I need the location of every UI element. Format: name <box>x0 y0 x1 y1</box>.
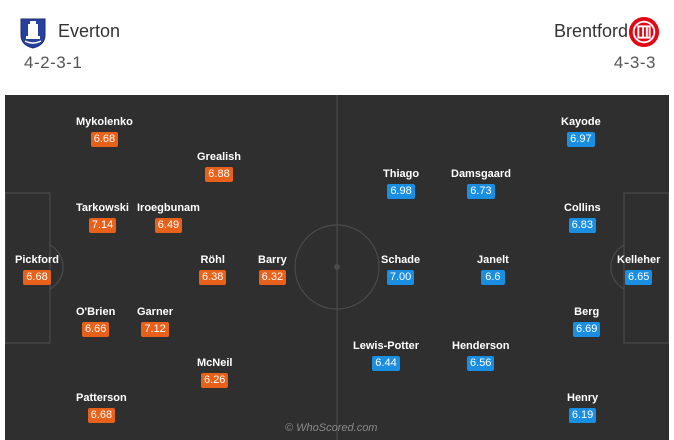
player-rating: 7.14 <box>88 218 117 233</box>
player-name: Tarkowski <box>76 202 129 214</box>
brentford-crest-icon <box>628 16 660 48</box>
player-rating: 6.88 <box>205 167 233 182</box>
player-card-away[interactable]: Kelleher 6.65 <box>617 253 660 285</box>
player-name: O'Brien <box>76 306 116 318</box>
player-card-away[interactable]: Schade 7.00 <box>381 253 420 285</box>
player-name: Grealish <box>197 151 242 163</box>
player-card-home[interactable]: Mykolenko 6.68 <box>76 115 133 147</box>
player-rating: 6.49 <box>154 218 183 233</box>
player-rating: 6.44 <box>372 356 400 371</box>
player-card-home[interactable]: Röhl 6.38 <box>199 253 227 285</box>
player-card-home[interactable]: Tarkowski 7.14 <box>76 201 129 233</box>
player-rating: 6.68 <box>23 270 51 285</box>
player-name: Lewis-Potter <box>353 340 420 352</box>
player-name: Berg <box>574 306 600 318</box>
player-name: Patterson <box>76 392 127 404</box>
player-card-home[interactable]: Patterson 6.68 <box>76 391 127 423</box>
player-card-away[interactable]: Collins 6.83 <box>564 201 601 233</box>
everton-crest-icon <box>20 18 46 49</box>
player-name: Kelleher <box>617 254 661 266</box>
player-rating: 6.66 <box>81 322 110 337</box>
away-team-name[interactable]: Brentford <box>553 21 628 41</box>
player-rating: 6.98 <box>387 184 415 199</box>
away-formation: 4-3-3 <box>613 53 656 72</box>
home-team-name[interactable]: Everton <box>58 21 121 41</box>
player-card-away[interactable]: Thiago 6.98 <box>383 167 419 199</box>
player-name: Collins <box>564 202 601 214</box>
player-card-home[interactable]: Barry 6.32 <box>258 253 287 285</box>
player-rating: 6.6 <box>480 270 505 285</box>
player-rating: 6.26 <box>201 373 229 388</box>
player-card-home[interactable]: Grealish 6.88 <box>197 150 241 182</box>
match-header: Everton 4-2-3-1 Brentford 4-3-3 <box>0 0 674 95</box>
pitch: Mykolenko 6.68 Grealish 6.88 Tarkowski 7… <box>5 95 669 440</box>
player-card-away[interactable]: Henderson 6.56 <box>452 339 509 371</box>
player-rating: 6.32 <box>258 270 287 285</box>
player-card-home[interactable]: Pickford 6.68 <box>15 253 59 285</box>
player-rating: 6.68 <box>87 408 116 423</box>
player-rating: 7.00 <box>386 270 415 285</box>
player-card-away[interactable]: Kayode 6.97 <box>561 115 601 147</box>
player-rating: 6.56 <box>467 356 495 371</box>
player-rating: 6.97 <box>567 132 595 147</box>
player-name: Kayode <box>561 116 601 128</box>
player-name: Thiago <box>383 168 420 180</box>
player-name: Iroegbunam <box>137 202 200 214</box>
player-name: Garner <box>137 306 174 318</box>
watermark: © WhoScored.com <box>285 422 378 434</box>
player-card-away[interactable]: Henry 6.19 <box>567 391 598 423</box>
player-name: Barry <box>258 254 287 266</box>
player-card-away[interactable]: Janelt 6.6 <box>477 253 509 285</box>
player-name: Schade <box>381 254 421 266</box>
player-rating: 6.65 <box>625 270 653 285</box>
player-rating: 6.73 <box>467 184 495 199</box>
pitch-markings <box>5 95 669 440</box>
player-card-home[interactable]: McNeil 6.26 <box>197 356 232 388</box>
player-name: Janelt <box>477 254 509 266</box>
player-name: McNeil <box>197 357 233 369</box>
player-name: Damsgaard <box>451 168 511 180</box>
player-card-home[interactable]: O'Brien 6.66 <box>76 305 115 337</box>
player-rating: 6.69 <box>573 322 601 337</box>
player-rating: 6.19 <box>568 408 597 423</box>
player-name: Henry <box>567 392 599 404</box>
player-card-away[interactable]: Lewis-Potter 6.44 <box>353 339 419 371</box>
player-name: Röhl <box>200 254 225 266</box>
player-name: Pickford <box>15 254 60 266</box>
player-rating: 6.83 <box>568 218 597 233</box>
player-rating: 7.12 <box>141 322 169 337</box>
player-card-home[interactable]: Garner 7.12 <box>137 305 173 337</box>
player-card-away[interactable]: Berg 6.69 <box>573 305 601 337</box>
player-name: Henderson <box>452 340 510 352</box>
player-rating: 6.68 <box>90 132 119 147</box>
player-card-away[interactable]: Damsgaard 6.73 <box>451 167 511 199</box>
player-name: Mykolenko <box>76 116 133 128</box>
player-card-home[interactable]: Iroegbunam 6.49 <box>137 201 200 233</box>
player-rating: 6.38 <box>199 270 227 285</box>
home-formation: 4-2-3-1 <box>24 53 83 72</box>
